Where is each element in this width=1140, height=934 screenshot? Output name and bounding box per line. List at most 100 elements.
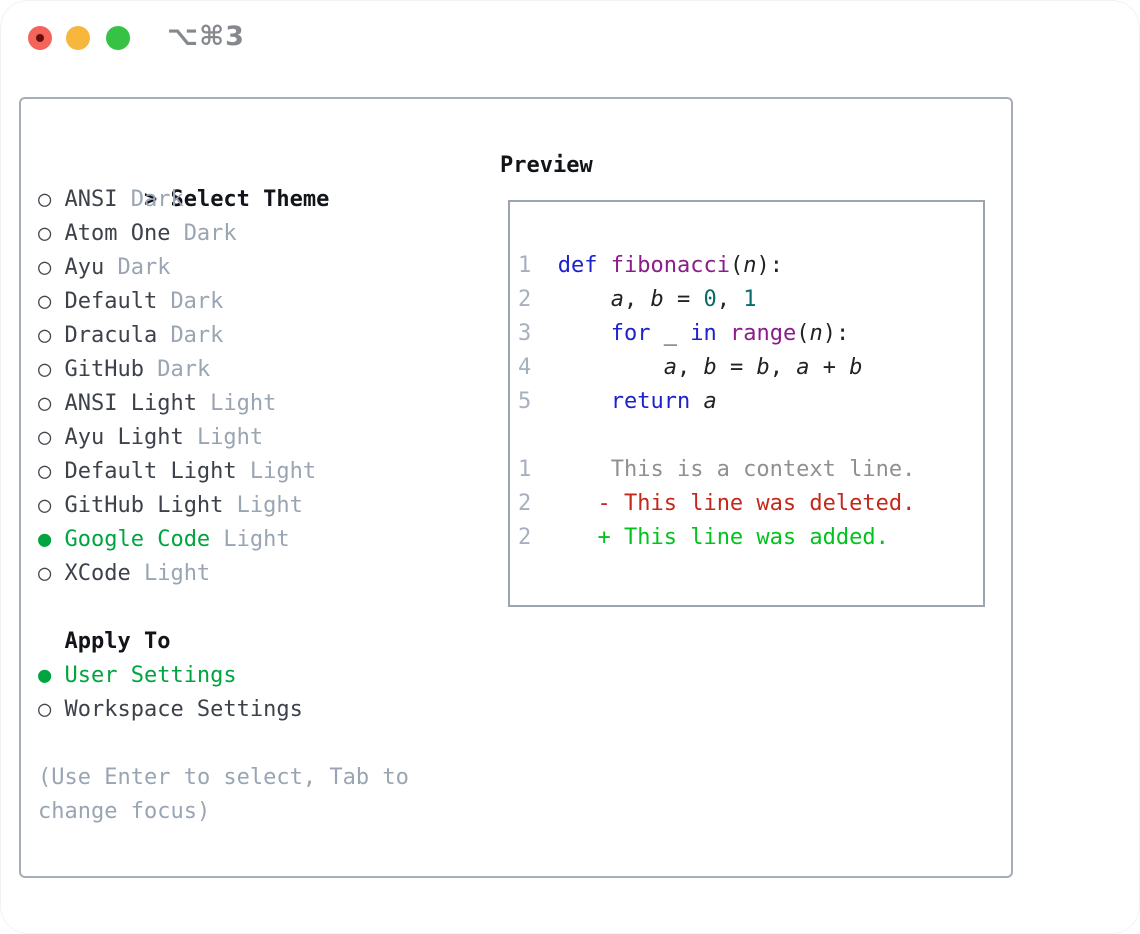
code-segment: (: [796, 321, 810, 346]
theme-variant: Light: [236, 493, 303, 518]
line-number: 1: [518, 457, 532, 482]
theme-option-default-light[interactable]: ○ Default Light Light: [38, 455, 483, 489]
theme-variant: Dark: [170, 289, 224, 314]
theme-variant: Light: [223, 527, 290, 552]
apply-option-label: User Settings: [64, 663, 237, 688]
code-segment: [531, 491, 597, 516]
help-line: (Use Enter to select, Tab to: [38, 765, 409, 790]
theme-name: XCode: [64, 561, 131, 586]
close-dot-icon: [36, 34, 44, 42]
theme-option-ansi[interactable]: ○ ANSI Dark: [38, 183, 483, 217]
code-segment: [717, 321, 730, 346]
code-line: 3 for _ in range(n):: [518, 317, 983, 351]
theme-variant: Dark: [183, 221, 237, 246]
theme-variant: Light: [196, 425, 264, 450]
theme-name: Google Code: [64, 527, 211, 552]
code-segment: b: [650, 287, 664, 312]
line-number: 1: [518, 253, 532, 278]
theme-option-default[interactable]: ○ Default Dark: [38, 285, 483, 319]
theme-name: GitHub: [64, 357, 144, 382]
code-line: 5 return a: [518, 385, 983, 419]
code-segment: ):: [756, 253, 783, 278]
radio-icon: ○: [38, 255, 52, 280]
code-segment: This is a context line.: [531, 457, 916, 482]
window-shortcut-label: ⌥⌘3: [167, 21, 245, 52]
code-segment: [531, 253, 558, 278]
code-segment: [531, 389, 610, 414]
code-segment: - This line was deleted.: [597, 491, 916, 516]
code-segment: _: [650, 321, 691, 346]
radio-icon: ○: [38, 391, 52, 416]
theme-variant: Dark: [117, 255, 171, 280]
code-line: 4 a, b = b, a + b: [518, 351, 983, 385]
radio-selected-icon: ●: [38, 527, 52, 552]
code-segment: [690, 389, 703, 414]
code-segment: n: [809, 321, 823, 346]
code-segment: ):: [822, 321, 850, 346]
code-segment: [598, 253, 611, 278]
select-theme-header-line: > Select Theme: [38, 149, 483, 212]
radio-icon: ○: [38, 289, 52, 314]
select-theme-title: Select Theme: [170, 187, 330, 212]
code-segment: a: [703, 389, 717, 414]
theme-name: Default Light: [64, 459, 237, 484]
radio-selected-icon: ●: [38, 663, 52, 688]
theme-variant: Dark: [130, 187, 184, 212]
code-segment: (: [729, 253, 744, 278]
theme-name: ANSI Light: [64, 391, 197, 416]
theme-name: Ayu: [64, 255, 105, 280]
theme-option-ayu[interactable]: ○ Ayu Dark: [38, 251, 483, 285]
zoom-button[interactable]: [106, 26, 130, 50]
code-segment: =: [716, 355, 757, 380]
theme-name: Atom One: [64, 221, 171, 246]
preview-title: Preview: [500, 153, 593, 178]
spacer: [38, 727, 483, 761]
minimize-button[interactable]: [66, 26, 90, 50]
theme-name: Dracula: [64, 323, 158, 348]
code-segment: a: [663, 355, 677, 380]
theme-name: Ayu Light: [64, 425, 184, 450]
code-segment: return: [610, 389, 691, 414]
spacer: [38, 591, 483, 625]
apply-option-user-settings[interactable]: ● User Settings: [38, 659, 483, 693]
code-line: 2 a, b = 0, 1: [518, 283, 983, 317]
apply-option-workspace-settings[interactable]: ○ Workspace Settings: [38, 693, 483, 727]
radio-icon: ○: [38, 493, 52, 518]
radio-icon: ○: [38, 187, 52, 212]
theme-variant: Dark: [157, 357, 211, 382]
code-segment: ,: [623, 287, 651, 312]
theme-option-google-code[interactable]: ● Google Code Light: [38, 523, 483, 557]
radio-icon: ○: [38, 323, 52, 348]
code-segment: b: [703, 355, 717, 380]
code-segment: b: [756, 355, 770, 380]
code-segment: a: [610, 287, 624, 312]
apply-to-list: ● User Settings ○ Workspace Settings: [38, 659, 483, 727]
line-number: 2: [518, 491, 532, 516]
line-number: 5: [518, 389, 532, 414]
code-segment: fibonacci: [610, 253, 730, 278]
apply-to-title: Apply To: [64, 629, 171, 654]
radio-icon: ○: [38, 697, 52, 722]
code-segment: n: [743, 253, 757, 278]
theme-name: Default: [64, 289, 158, 314]
theme-name: ANSI: [64, 187, 118, 212]
code-segment: def: [557, 253, 598, 278]
prompt-icon: >: [143, 187, 158, 212]
radio-icon: ○: [38, 459, 52, 484]
theme-variant: Light: [249, 459, 317, 484]
apply-option-label: Workspace Settings: [64, 697, 303, 722]
code-line: 1 def fibonacci(n):: [518, 249, 983, 283]
close-button[interactable]: [28, 26, 52, 50]
code-segment: 0: [703, 287, 717, 312]
